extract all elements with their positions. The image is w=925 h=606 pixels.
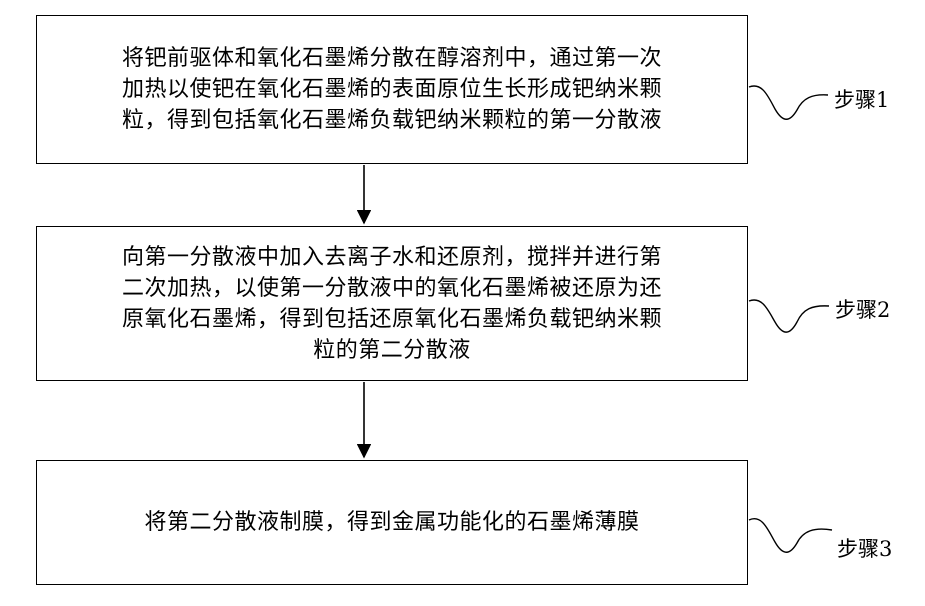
step-2-leader-curve (749, 300, 829, 332)
step-2-line: 原氧化石墨烯，得到包括还原氧化石墨烯负载钯纳米颗 (122, 304, 662, 335)
step-2-label: 步骤2 (835, 294, 890, 324)
step-2-line: 向第一分散液中加入去离子水和还原剂，搅拌并进行第 (122, 242, 662, 273)
step-2-text: 向第一分散液中加入去离子水和还原剂，搅拌并进行第 二次加热，以使第一分散液中的氧… (122, 242, 662, 366)
step-3-box: 将第二分散液制膜，得到金属功能化的石墨烯薄膜 (36, 460, 748, 585)
step-2-line: 二次加热，以使第一分散液中的氧化石墨烯被还原为还 (122, 273, 662, 304)
step-3-leader-curve (749, 519, 832, 553)
step-1-line: 将钯前驱体和氧化石墨烯分散在醇溶剂中，通过第一次 (122, 43, 662, 74)
step-3-text: 将第二分散液制膜，得到金属功能化的石墨烯薄膜 (144, 507, 639, 538)
step-3-label: 步骤3 (837, 533, 892, 563)
step-1-line: 粒，得到包括氧化石墨烯负载钯纳米颗粒的第一分散液 (122, 105, 662, 136)
step-3-line: 将第二分散液制膜，得到金属功能化的石墨烯薄膜 (144, 507, 639, 538)
step-2-box: 向第一分散液中加入去离子水和还原剂，搅拌并进行第 二次加热，以使第一分散液中的氧… (36, 226, 748, 381)
step-1-box: 将钯前驱体和氧化石墨烯分散在醇溶剂中，通过第一次 加热以使钯在氧化石墨烯的表面原… (36, 15, 748, 164)
step-2-line: 粒的第二分散液 (122, 335, 662, 366)
step-1-label: 步骤1 (834, 84, 889, 114)
step-1-text: 将钯前驱体和氧化石墨烯分散在醇溶剂中，通过第一次 加热以使钯在氧化石墨烯的表面原… (122, 43, 662, 136)
step-1-leader-curve (749, 86, 828, 119)
step-1-line: 加热以使钯在氧化石墨烯的表面原位生长形成钯纳米颗 (122, 74, 662, 105)
